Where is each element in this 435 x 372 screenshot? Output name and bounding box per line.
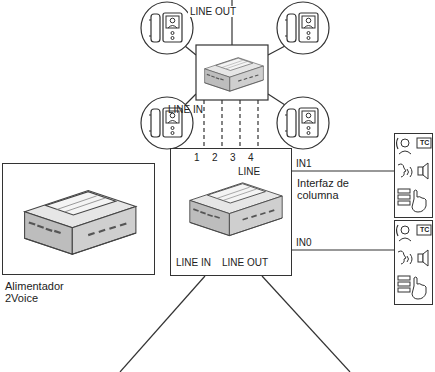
input-label: IN0	[296, 237, 312, 248]
input-label: IN1	[296, 158, 312, 169]
entrance-panel-box: TC	[394, 133, 433, 218]
port-label: LINE IN	[176, 257, 211, 268]
signal-wire	[292, 170, 394, 171]
column-interface-box: Interfaz de columna	[170, 148, 292, 276]
entrance-panel-box: TC	[394, 220, 433, 305]
node-heading: TC	[420, 139, 432, 147]
drawing-part	[257, 100, 258, 148]
port-label: LINE OUT	[188, 6, 238, 17]
port-label: LINE IN	[168, 104, 203, 115]
pin-number: 1	[194, 152, 200, 163]
distributor-box	[196, 45, 268, 100]
column-interface-picture	[190, 183, 282, 236]
signal-wire	[292, 249, 394, 250]
drawing-part	[203, 100, 204, 148]
drawing-part	[268, 46, 285, 55]
monitor-wires	[185, 46, 285, 105]
drawing-part	[120, 276, 205, 372]
drawing-part	[185, 46, 196, 55]
pin-number: 2	[212, 152, 218, 163]
drawing-part	[239, 100, 240, 148]
terminal-label: LINE	[238, 166, 260, 177]
port-label: LINE OUT	[222, 257, 268, 268]
entrance-panel-icons	[397, 225, 432, 299]
pin-number: 4	[248, 152, 254, 163]
pin-number: 3	[230, 152, 236, 163]
monitor-icon	[141, 2, 193, 54]
drawing-part	[262, 276, 350, 372]
drawing-part	[221, 100, 222, 148]
power-supply-picture	[25, 191, 136, 255]
line-bus-wires	[204, 100, 258, 148]
node-heading: Alimentador 2Voice	[5, 280, 77, 304]
drawing-part	[268, 94, 285, 105]
monitor-icon	[277, 2, 329, 54]
node-heading: TC	[420, 226, 432, 234]
power-supply-box: Alimentador 2Voice	[2, 163, 155, 275]
node-heading: Interfaz de columna	[297, 177, 355, 201]
monitor-icon	[277, 97, 329, 149]
distributor-picture	[205, 58, 264, 92]
riser-wires	[120, 276, 350, 372]
entrance-panel-icons	[397, 138, 432, 212]
drawing-part	[185, 94, 196, 105]
